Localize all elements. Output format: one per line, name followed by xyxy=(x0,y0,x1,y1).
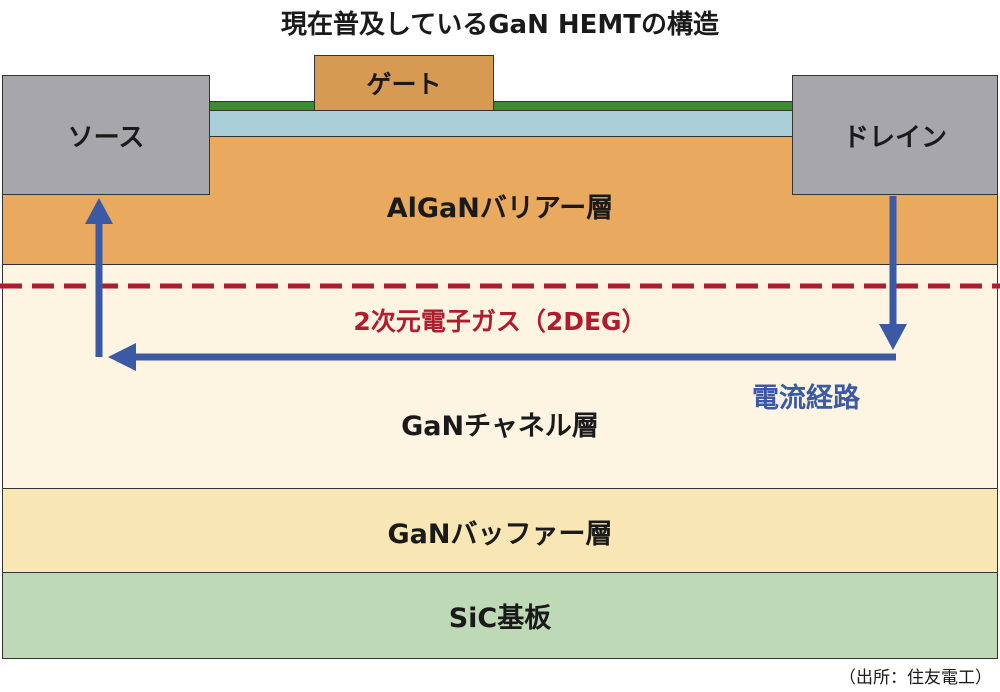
gate-label: ゲート xyxy=(366,70,442,99)
gate-electrode: ゲート xyxy=(314,55,494,111)
source-label: ソース xyxy=(67,122,145,153)
source-credit: （出所：住友電工） xyxy=(839,668,992,688)
drain-label: ドレイン xyxy=(842,122,947,153)
current-arrowhead-up xyxy=(85,198,113,224)
twodeg-label: 2次元電子ガス（2DEG） xyxy=(353,307,647,336)
sic-substrate-layer: SiC基板 xyxy=(2,572,998,659)
algan-barrier-label: AlGaNバリアー層 xyxy=(386,193,614,224)
gan-channel-layer: GaNチャネル層 xyxy=(2,264,998,490)
gan-buffer-layer: GaNバッファー層 xyxy=(2,488,998,574)
current-path-label: 電流経路 xyxy=(752,383,860,414)
gan-buffer-label: GaNバッファー層 xyxy=(387,518,613,550)
drain-electrode: ドレイン xyxy=(792,75,998,195)
sic-substrate-label: SiC基板 xyxy=(448,603,552,634)
gate-dielectric-film xyxy=(208,110,794,137)
current-arrowhead-left xyxy=(108,343,136,371)
diagram-title: 現在普及しているGaN HEMTの構造 xyxy=(280,10,720,40)
source-electrode: ソース xyxy=(2,75,210,195)
current-arrowhead-down xyxy=(879,324,907,350)
gan-channel-label: GaNチャネル層 xyxy=(401,410,599,442)
